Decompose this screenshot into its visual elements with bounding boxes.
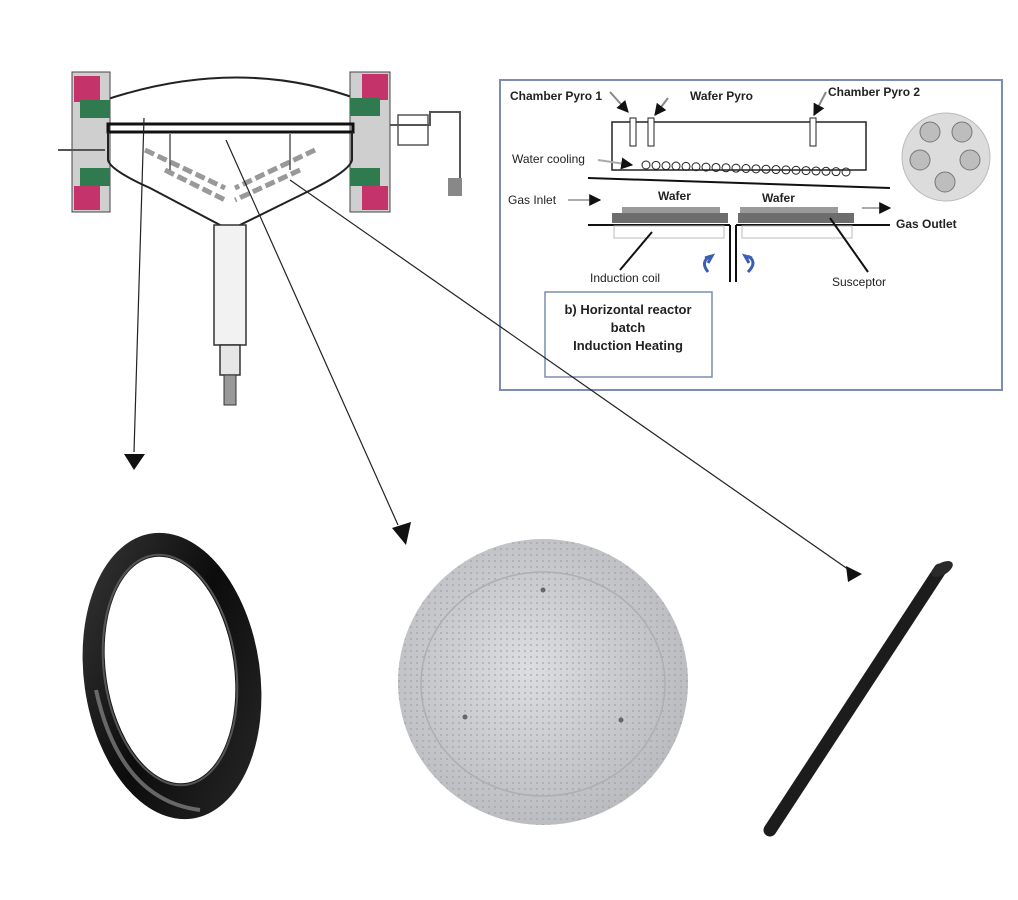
arrow-to-ring [133, 117, 145, 453]
wafer-right [740, 207, 838, 213]
horizontal-reactor-schematic: Chamber Pyro 1 Wafer Pyro Chamber Pyro 2… [499, 79, 1003, 391]
coil-turn [751, 164, 761, 174]
caption-line-2: batch [611, 320, 646, 335]
arrowhead-ring [124, 454, 145, 470]
coil-turn [681, 161, 691, 171]
label-susceptor: Susceptor [832, 275, 886, 289]
coil-turn [641, 160, 651, 170]
coil-turn [841, 167, 851, 177]
right-flange [349, 71, 391, 213]
label-wafer-left: Wafer [658, 189, 691, 203]
label-water-cooling: Water cooling [512, 152, 585, 166]
susceptor-right [738, 213, 854, 223]
arrow-to-rod [289, 179, 853, 573]
label-induction-coil: Induction coil [590, 271, 660, 285]
coil-turn [791, 165, 801, 175]
label-wafer-pyro: Wafer Pyro [690, 89, 753, 103]
arrowhead-rod [846, 566, 862, 582]
caption-line-1: b) Horizontal reactor [564, 302, 691, 317]
coil-turn [731, 163, 741, 173]
component-perforated-plate [398, 539, 688, 825]
caption-line-3: Induction Heating [573, 338, 683, 353]
label-gas-inlet: Gas Inlet [508, 193, 557, 207]
left-flange [71, 71, 111, 213]
coil-turn [811, 166, 821, 176]
coil-turn [661, 161, 671, 171]
coil-turn [821, 166, 831, 176]
caption-box [544, 291, 713, 378]
coil-turn [671, 161, 681, 171]
coil-turn [691, 162, 701, 172]
component-rod [763, 561, 953, 837]
susceptor-left [612, 213, 728, 223]
water-cooling-coil [641, 160, 851, 177]
vertical-reactor-sketch [58, 71, 462, 406]
label-chamber-pyro-1: Chamber Pyro 1 [510, 89, 602, 103]
label-wafer-right: Wafer [762, 191, 795, 205]
wafer-left [622, 207, 720, 213]
coil-turn [831, 167, 841, 177]
wafer-carrier-top-view [901, 112, 991, 202]
coil-turn [741, 164, 751, 173]
coil-turn [721, 163, 731, 173]
coil-turn [771, 165, 781, 175]
coil-turn [711, 162, 721, 172]
coil-turn [781, 165, 791, 175]
coil-turn [801, 166, 811, 176]
arrow-to-plate [225, 139, 399, 526]
label-gas-outlet: Gas Outlet [896, 217, 957, 231]
arrowhead-plate [392, 522, 411, 545]
coil-turn [761, 164, 771, 174]
pointer-arrows [124, 117, 862, 582]
coil-turn [701, 162, 711, 172]
label-chamber-pyro-2: Chamber Pyro 2 [828, 85, 920, 99]
component-ring [82, 532, 262, 820]
coil-turn [651, 160, 661, 170]
